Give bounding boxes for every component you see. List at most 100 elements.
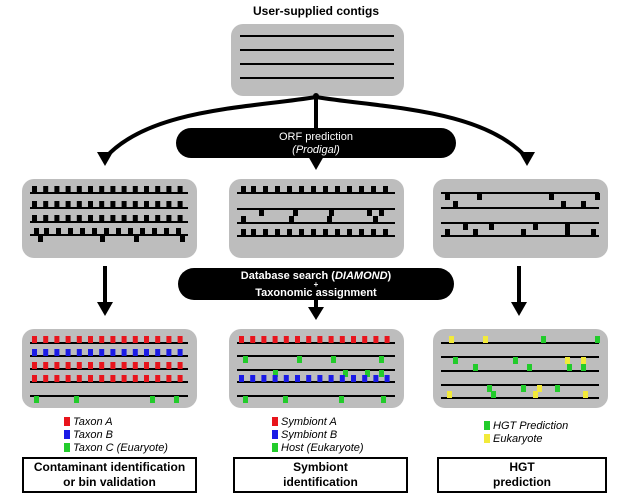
legend-hgt: HGT Prediction [493, 420, 569, 432]
gene-block [152, 228, 157, 235]
gene-block [155, 336, 161, 343]
gene-block [166, 215, 172, 222]
gene-block [241, 229, 246, 236]
output-hgt-line1: HGT [509, 460, 535, 474]
orf-label: ORF prediction [279, 131, 353, 143]
gene-block [44, 228, 49, 235]
gene-block [144, 186, 149, 193]
legend-taxon-c: Taxon C (Euaryote) [73, 442, 168, 454]
gene-block [92, 228, 97, 235]
gene-block [373, 336, 379, 343]
gene-block [473, 229, 478, 236]
gene-block [591, 229, 596, 236]
down-arrows [97, 266, 527, 320]
gene-block [561, 201, 566, 208]
gene-block [65, 215, 71, 222]
gene-block [80, 228, 85, 235]
orf-genes-right [441, 192, 600, 237]
orf-genes-middle [237, 186, 395, 237]
gene-block [166, 375, 172, 382]
gene-block [74, 396, 79, 403]
gene-block [483, 336, 488, 343]
gene-block [121, 375, 127, 382]
gene-block [297, 356, 302, 363]
output-symbiont-line1: Symbiont [293, 460, 348, 474]
gene-block [449, 336, 454, 343]
gene-block [379, 370, 384, 377]
gene-block [54, 349, 60, 356]
gene-block [177, 186, 183, 193]
gene-block [261, 336, 267, 343]
gene-block [263, 186, 268, 193]
gene-block [263, 229, 268, 236]
orf-panel-left [22, 179, 197, 258]
gene-block [155, 349, 161, 356]
gene-block [43, 349, 49, 356]
gene-block [99, 186, 105, 193]
gene-block [121, 215, 127, 222]
hgt-swatch [484, 421, 490, 430]
gene-block [177, 336, 183, 343]
legend-host: Host (Eukaryote) [281, 442, 364, 454]
taxonomy-panel-middle [229, 329, 404, 408]
output-contaminant-line2: or bin validation [63, 475, 156, 489]
gene-block [283, 375, 289, 382]
gene-block [565, 357, 570, 364]
gene-block [272, 336, 278, 343]
gene-block [99, 201, 105, 208]
legend-left: Taxon A Taxon B Taxon C (Euaryote) [64, 416, 168, 455]
gene-block [489, 223, 494, 230]
gene-block [174, 396, 179, 403]
gene-block [463, 223, 468, 230]
gene-block [54, 336, 60, 343]
gene-block [76, 349, 82, 356]
gene-block [65, 362, 71, 369]
gene-block [100, 235, 105, 242]
taxa-genes-middle-blue [237, 375, 395, 383]
gene-block [239, 375, 244, 382]
gene-block [155, 215, 161, 222]
gene-block [595, 336, 600, 343]
gene-block [54, 201, 60, 208]
gene-block [166, 186, 172, 193]
gene-block [317, 375, 323, 382]
gene-block [583, 391, 588, 398]
gene-block [110, 375, 116, 382]
gene-block [379, 356, 384, 363]
gene-block [487, 385, 492, 392]
gene-block [339, 336, 345, 343]
legend-symbiont-b: Symbiont B [281, 429, 338, 441]
gene-block [140, 228, 145, 235]
gene-block [68, 228, 73, 235]
gene-block [110, 349, 116, 356]
legend-right: HGT Prediction Eukaryote [484, 420, 568, 446]
gene-block [121, 362, 127, 369]
gene-block [384, 375, 390, 382]
gene-block [99, 336, 105, 343]
gene-block [383, 186, 388, 193]
gene-block [347, 229, 352, 236]
gene-block [453, 201, 458, 208]
gene-block [384, 336, 390, 343]
gene-block [567, 364, 572, 371]
gene-block [565, 223, 570, 230]
gene-block [43, 201, 49, 208]
gene-block [373, 216, 378, 223]
svg-text:Database search (DIAMOND): Database search (DIAMOND) [241, 270, 392, 282]
gene-block [134, 235, 139, 242]
output-symbiont-line2: identification [283, 475, 358, 489]
gene-block [351, 375, 356, 382]
gene-block [289, 216, 294, 223]
gene-block [379, 209, 384, 216]
gene-block [65, 186, 71, 193]
gene-block [32, 201, 37, 208]
gene-block [477, 193, 482, 200]
gene-block [343, 370, 348, 377]
gene-block [180, 235, 185, 242]
gene-block [371, 186, 376, 193]
gene-block [166, 349, 172, 356]
host-swatch [272, 443, 278, 452]
gene-block [445, 229, 450, 236]
